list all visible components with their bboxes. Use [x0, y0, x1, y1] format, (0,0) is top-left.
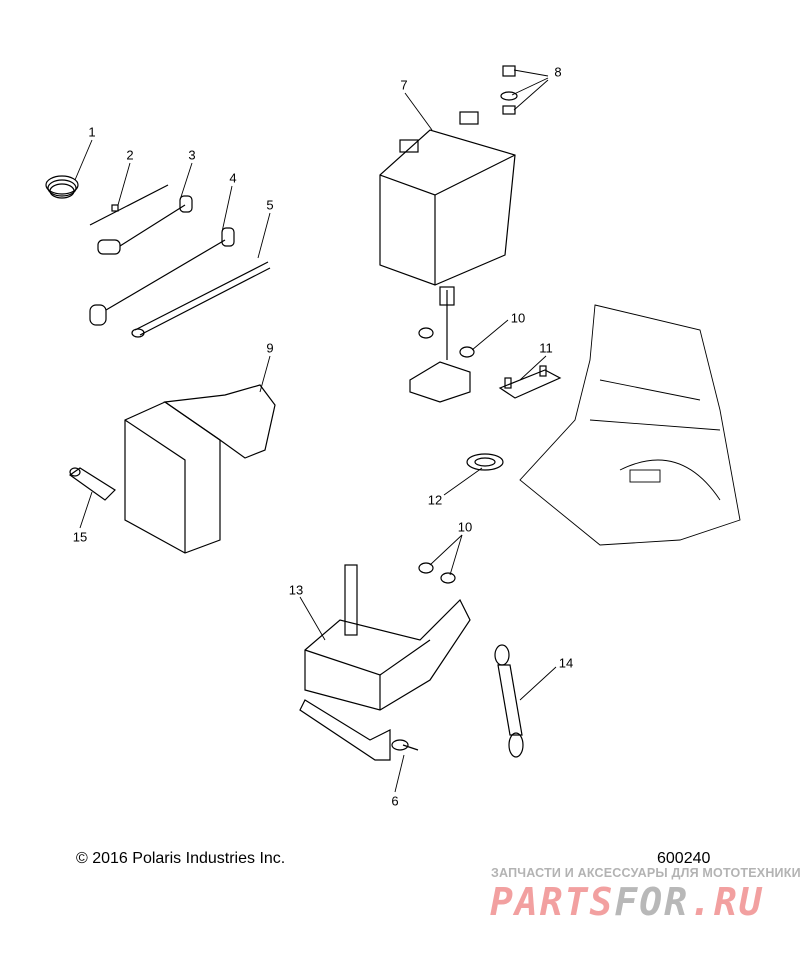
watermark-logo-ru: .RU — [689, 880, 764, 924]
vehicle-frame — [519, 304, 741, 546]
callout-7: 7 — [400, 77, 408, 93]
part-7-battery — [379, 111, 516, 286]
watermark-logo: PARTSFOR.RU — [490, 880, 764, 924]
part-9-cover — [124, 384, 276, 554]
callout-6: 6 — [391, 793, 399, 809]
part-11-bracket — [498, 365, 562, 399]
part-8-hardware — [500, 65, 518, 115]
callout-12: 12 — [427, 492, 443, 508]
part-4-cable — [89, 227, 235, 326]
callout-10-lower: 10 — [457, 519, 473, 535]
callout-11: 11 — [539, 340, 553, 356]
callout-8: 8 — [554, 64, 562, 80]
callout-10-upper: 10 — [510, 310, 526, 326]
callout-15: 15 — [72, 529, 88, 545]
leader-lines — [74, 69, 557, 793]
watermark-tagline: ЗАПЧАСТИ И АКСЕССУАРЫ ДЛЯ МОТОТЕХНИКИ — [491, 866, 800, 880]
part-3-cable — [97, 195, 193, 255]
part-10-nuts — [418, 562, 456, 584]
callout-5: 5 — [266, 197, 274, 213]
part-6-bolt — [391, 739, 419, 751]
diagram-number: 600240 — [657, 850, 711, 867]
callout-4: 4 — [229, 170, 237, 186]
callout-3: 3 — [188, 147, 196, 163]
part-relay-harness — [409, 286, 475, 403]
callout-2: 2 — [126, 147, 134, 163]
callout-14: 14 — [558, 655, 574, 671]
part-1-cable-ties — [45, 175, 79, 199]
part-12-grommet — [466, 453, 504, 471]
part-14-strap — [494, 644, 524, 758]
part-13-battery-box — [299, 564, 471, 761]
watermark-logo-for: FOR — [614, 880, 690, 924]
part-15-tube — [68, 467, 116, 501]
callout-9: 9 — [266, 340, 274, 356]
callout-13: 13 — [288, 582, 304, 598]
callout-1: 1 — [88, 124, 96, 140]
part-2-tie — [89, 184, 169, 226]
copyright-text: © 2016 Polaris Industries Inc. — [76, 850, 286, 867]
part-5-cable — [131, 261, 271, 338]
watermark-logo-parts: PARTS — [490, 880, 615, 924]
